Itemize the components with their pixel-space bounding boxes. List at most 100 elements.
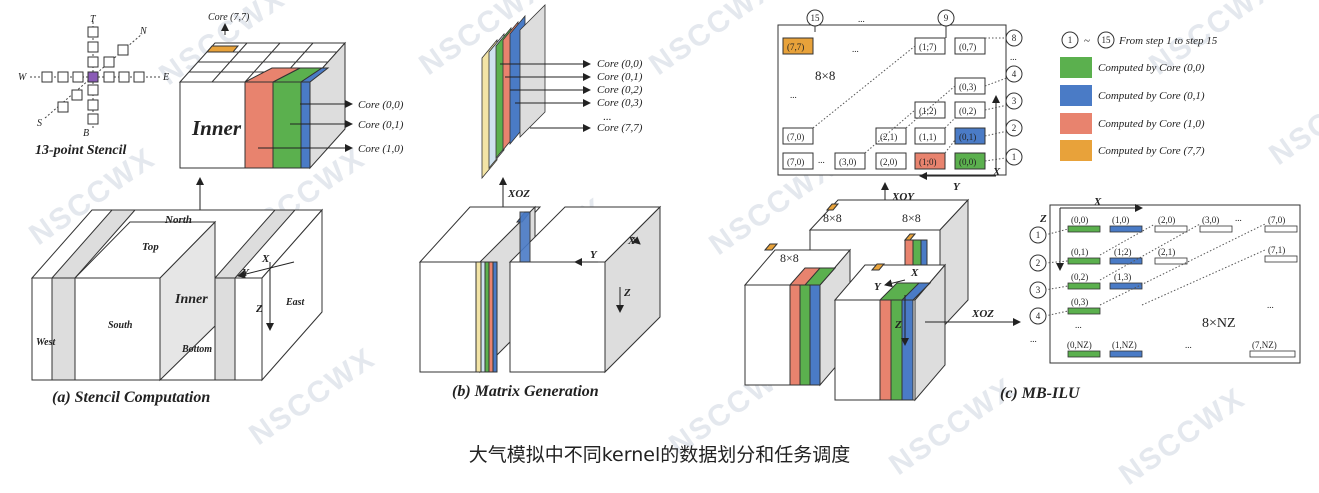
cell-r10: (1;0) <box>919 157 937 167</box>
cell-01: (0,1) <box>959 132 976 142</box>
dots: ... <box>1030 334 1037 344</box>
bottom-grid-labels: (0,0) (1,0) (2,0) (3,0) (7,0) (0,1) (1;2… <box>1030 213 1285 350</box>
b-core-03: Core (0,3) <box>597 97 643 109</box>
core-01-label: Core (0,1) <box>358 119 404 131</box>
legend-item: Computed by Core (7,7) <box>1098 145 1205 157</box>
cell-07: (0,7) <box>959 42 976 52</box>
face-west: West <box>36 337 56 348</box>
dots: ... <box>1075 320 1082 330</box>
cube-label: 8×8 <box>902 211 921 225</box>
dir-b-label: B <box>83 128 89 139</box>
cell-11: (1,1) <box>919 132 936 142</box>
dir-s-label: S <box>37 118 42 129</box>
step-number: 1 <box>1012 152 1017 162</box>
top-grid-size: 8×8 <box>815 68 835 83</box>
face-east: East <box>285 297 306 308</box>
b-axis-x: X <box>627 235 636 247</box>
step-number: 2 <box>1012 123 1017 133</box>
b-axis-z: Z <box>623 287 631 299</box>
bcell: (0,NZ) <box>1067 340 1092 350</box>
c-axis-z: Z <box>894 319 902 331</box>
c-axis-x: X <box>910 267 919 279</box>
legend-swatch-salmon <box>1060 113 1092 134</box>
b-core-01: Core (0,1) <box>597 71 643 83</box>
cell-17: (1;7) <box>919 42 937 52</box>
step-number: 15 <box>811 13 821 23</box>
step-number: 4 <box>1012 69 1017 79</box>
panel-a-title: (a) Stencil Computation <box>52 389 210 406</box>
face-top: Top <box>142 241 159 253</box>
c-axis-y: Y <box>874 281 882 293</box>
bcell: (1;2) <box>1114 247 1132 257</box>
face-inner: Inner <box>174 292 208 307</box>
step-numbers-top: 15 9 8 4 3 2 1 <box>811 13 1017 162</box>
top-grid-y: Y <box>953 181 961 193</box>
cell-21: (2,1) <box>880 132 897 142</box>
legend-swatch-green <box>1060 57 1092 78</box>
face-north: North <box>164 214 192 226</box>
dir-n-label: N <box>139 26 148 37</box>
cell-02: (0,2) <box>959 106 976 116</box>
bottom-step-circles <box>1029 226 1047 325</box>
step-number: 8 <box>1012 33 1017 43</box>
matrix-cube <box>418 205 662 374</box>
dir-t-label: T <box>90 14 97 25</box>
dots: ... <box>1267 300 1274 310</box>
bcell: (0,1) <box>1071 247 1088 257</box>
bottom-step-numbers: 1 2 3 4 <box>1036 230 1041 321</box>
step-circles-top <box>806 9 1023 166</box>
bcell: (0,0) <box>1071 215 1088 225</box>
stencil-diagram: T N W E S B <box>18 14 169 139</box>
legend-item: Computed by Core (1,0) <box>1098 118 1205 130</box>
bcell: (7,0) <box>1268 215 1285 225</box>
step-number: 2 <box>1036 258 1041 268</box>
panel-c: (7,7) (1;7) (0,7) (0,3) (1;2) (0,2) (7,0… <box>743 9 1301 402</box>
panel-c-title: (c) MB-ILU <box>1000 385 1081 402</box>
cell-r70: (7,0) <box>787 157 804 167</box>
dir-w-label: W <box>18 72 28 83</box>
face-south: South <box>108 320 133 331</box>
dots: ... <box>1185 340 1192 350</box>
cell-03: (0,3) <box>959 82 976 92</box>
dir-e-label: E <box>162 72 169 83</box>
core-10-label: Core (1,0) <box>358 143 404 155</box>
dots: ... <box>852 44 859 54</box>
cell-77: (7,7) <box>787 42 804 52</box>
legend-swatch-blue <box>1060 85 1092 106</box>
step-number: 9 <box>944 13 949 23</box>
bcell: (7,1) <box>1268 245 1285 255</box>
legend: 1 ~ 15 From step 1 to step 15 Computed b… <box>1060 31 1218 161</box>
bottom-grid-size: 8×NZ <box>1202 316 1236 331</box>
b-core-dots: ... <box>603 111 612 123</box>
b-core-00: Core (0,0) <box>597 58 643 70</box>
axis-y: Y <box>242 267 250 279</box>
dots: ... <box>818 155 825 165</box>
matrix-slices <box>481 4 546 180</box>
legend-item: Computed by Core (0,0) <box>1098 62 1205 74</box>
step-number: 1 <box>1036 230 1041 240</box>
panel-a: T N W E S B 13-point Stencil Inner Core … <box>18 12 404 406</box>
cell-r30: (3,0) <box>839 157 856 167</box>
panel-b: Core (0,0) Core (0,1) Core (0,2) Core (0… <box>418 4 662 400</box>
top-grid-x: X <box>992 166 1001 178</box>
bcell: (7,NZ) <box>1252 340 1277 350</box>
bottom-grid-bars <box>1067 225 1298 358</box>
bcell: (1,0) <box>1112 215 1129 225</box>
panel-b-title: (b) Matrix Generation <box>452 383 599 400</box>
step-number: 3 <box>1012 96 1017 106</box>
domain-box <box>30 208 324 382</box>
legend-range-from: 1 <box>1068 35 1073 45</box>
b-core-77: Core (7,7) <box>597 122 643 134</box>
axis-x: X <box>261 253 270 265</box>
legend-swatch-orange <box>1060 140 1092 161</box>
legend-item: Computed by Core (0,1) <box>1098 90 1205 102</box>
cubes <box>743 198 970 402</box>
axis-z: Z <box>255 303 263 315</box>
inner-big-label: Inner <box>191 116 242 140</box>
legend-range-text: From step 1 to step 15 <box>1118 35 1218 47</box>
bcell: (0,3) <box>1071 297 1088 307</box>
diagram: T N W E S B 13-point Stencil Inner Core … <box>18 4 1301 406</box>
dots: ... <box>1010 52 1017 62</box>
step-number: 3 <box>1036 285 1041 295</box>
cube-label: 8×8 <box>780 251 799 265</box>
